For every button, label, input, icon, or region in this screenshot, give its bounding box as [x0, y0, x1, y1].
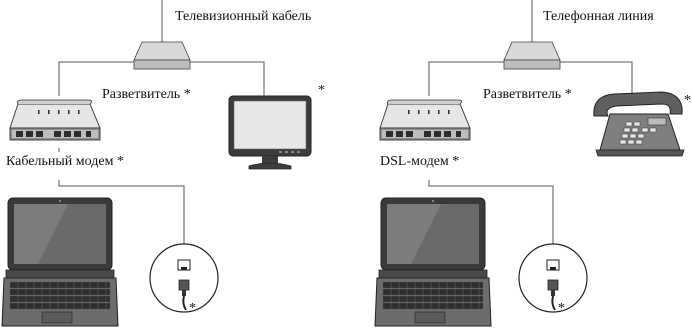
monitor-icon: [228, 95, 312, 170]
left-ethernet-jack-icon: [149, 243, 219, 313]
right-splitter-icon: [503, 41, 561, 70]
left-panel: Телевизионный кабель Разветвитель * * Ка…: [1, 0, 325, 327]
phone-line-label: Телефонная линия: [543, 9, 654, 24]
dsl-modem-label: DSL-модем *: [380, 154, 459, 169]
left-splitter-icon: [133, 41, 191, 70]
right-panel: Телефонная линия Разветвитель * * DSL-мо…: [374, 0, 691, 327]
tv-cable-label: Телевизионный кабель: [175, 9, 311, 24]
left-jack-star: *: [189, 301, 196, 316]
phone-star: *: [684, 93, 691, 108]
left-splitter-label: Разветвитель *: [102, 87, 191, 102]
monitor-star: *: [318, 83, 325, 98]
right-jack-star: *: [558, 301, 565, 316]
cable-modem-label: Кабельный модем *: [6, 154, 124, 169]
left-laptop-icon: [1, 197, 119, 327]
telephone-icon: [593, 91, 685, 157]
right-splitter-label: Разветвитель *: [483, 87, 572, 102]
cable-modem-icon: [9, 99, 101, 141]
dsl-modem-icon: [379, 99, 471, 141]
right-laptop-icon: [374, 197, 492, 327]
right-ethernet-jack-icon: [518, 243, 588, 313]
